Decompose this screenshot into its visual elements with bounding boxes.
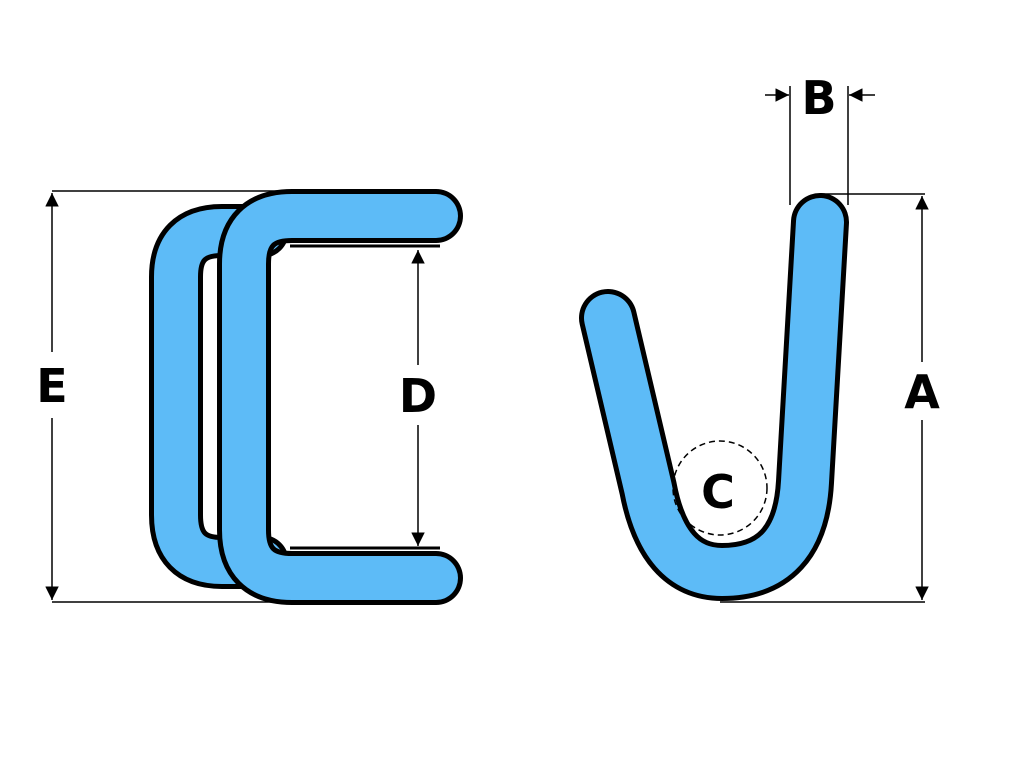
inner-radius-circle: [672, 440, 768, 536]
front-c-hook: [217, 189, 463, 605]
label-e: E: [36, 359, 67, 413]
u-hook: [579, 193, 849, 601]
back-c-hook: [149, 204, 289, 589]
dimension-e: E: [36, 190, 440, 603]
dimension-a: A: [720, 193, 940, 603]
dimension-d: D: [399, 250, 437, 546]
label-c: C: [701, 465, 735, 519]
dimension-b: B: [765, 71, 875, 205]
label-a: A: [904, 365, 940, 419]
label-b: B: [801, 71, 836, 125]
label-d: D: [399, 369, 437, 423]
